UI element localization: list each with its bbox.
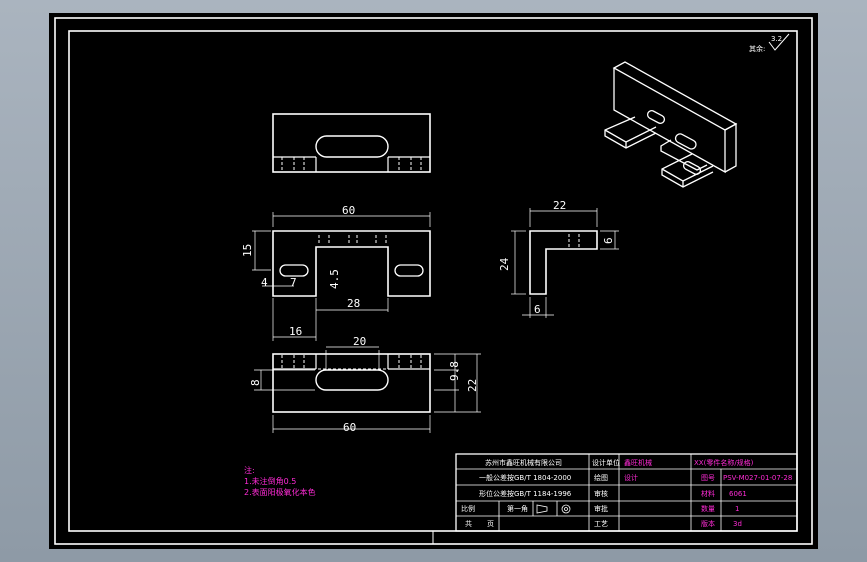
svg-text:60: 60 xyxy=(342,204,355,217)
svg-text:页: 页 xyxy=(487,520,494,528)
title-block: 苏州市鑫旺机械有限公司 一般公差按GB/T 1804-2000 形位公差按GB/… xyxy=(455,453,798,532)
svg-text:22: 22 xyxy=(466,379,479,392)
svg-text:一般公差按GB/T 1804-2000: 一般公差按GB/T 1804-2000 xyxy=(479,473,571,482)
isometric-view xyxy=(604,61,738,188)
svg-text:PSV-M027-01-07-28: PSV-M027-01-07-28 xyxy=(723,474,792,482)
svg-text:3.2: 3.2 xyxy=(771,35,782,43)
svg-text:6061: 6061 xyxy=(729,490,747,498)
svg-text:1: 1 xyxy=(735,505,739,513)
svg-text:8: 8 xyxy=(249,379,262,386)
svg-text:15: 15 xyxy=(241,244,254,257)
svg-text:16: 16 xyxy=(289,325,302,338)
svg-text:鑫旺机械: 鑫旺机械 xyxy=(624,458,652,467)
bottom-view xyxy=(272,353,431,413)
svg-text:6: 6 xyxy=(534,303,541,316)
svg-text:材料: 材料 xyxy=(701,489,715,498)
svg-text:设计: 设计 xyxy=(624,473,638,482)
svg-text:20: 20 xyxy=(353,335,366,348)
svg-text:绘图: 绘图 xyxy=(594,473,608,482)
svg-text:苏州市鑫旺机械有限公司: 苏州市鑫旺机械有限公司 xyxy=(485,458,562,467)
svg-text:4.5: 4.5 xyxy=(328,269,341,289)
svg-text:比例: 比例 xyxy=(461,504,475,513)
svg-text:图号: 图号 xyxy=(701,474,715,482)
svg-text:形位公差按GB/T 1184-1996: 形位公差按GB/T 1184-1996 xyxy=(479,489,572,498)
technical-notes: 注: 1.未注倒角0.5 2.表面阳极氧化本色 xyxy=(244,465,316,497)
svg-text:9.8: 9.8 xyxy=(448,361,461,381)
svg-text:共: 共 xyxy=(465,519,472,528)
inner-border xyxy=(68,30,798,532)
roughness-label: 其余: xyxy=(749,44,765,53)
svg-text:4: 4 xyxy=(261,276,268,289)
top-view xyxy=(272,113,431,173)
drawing-canvas[interactable]: 其余: 3.2 xyxy=(49,13,818,549)
svg-text:第一角: 第一角 xyxy=(507,504,528,513)
front-view xyxy=(272,230,431,297)
first-angle-projection-icon xyxy=(536,504,571,514)
svg-text:注:: 注: xyxy=(244,465,255,475)
svg-text:审核: 审核 xyxy=(594,489,608,498)
svg-text:7: 7 xyxy=(290,276,297,289)
svg-text:22: 22 xyxy=(553,199,566,212)
svg-text:60: 60 xyxy=(343,421,356,434)
svg-text:版本: 版本 xyxy=(701,519,715,528)
svg-text:2.表面阳极氧化本色: 2.表面阳极氧化本色 xyxy=(244,487,316,497)
svg-text:1.未注倒角0.5: 1.未注倒角0.5 xyxy=(244,476,296,486)
svg-text:28: 28 xyxy=(347,297,360,310)
svg-text:数量: 数量 xyxy=(701,504,715,513)
svg-text:3d: 3d xyxy=(733,520,742,528)
svg-text:24: 24 xyxy=(498,257,511,271)
svg-text:设计单位: 设计单位 xyxy=(592,458,620,467)
svg-text:6: 6 xyxy=(602,237,615,244)
drawing-svg: 其余: 3.2 xyxy=(54,17,813,545)
svg-text:审批: 审批 xyxy=(594,504,608,513)
svg-text:工艺: 工艺 xyxy=(594,520,608,528)
roughness-symbol-icon: 3.2 xyxy=(768,33,790,51)
svg-text:XX(零件名称/规格): XX(零件名称/规格) xyxy=(694,458,754,467)
bottom-dims: 20 8 9.8 22 60 xyxy=(249,335,481,434)
side-view: 22 6 24 6 xyxy=(498,199,619,318)
front-dims: 60 15 4 7 4.5 28 16 xyxy=(241,204,431,341)
